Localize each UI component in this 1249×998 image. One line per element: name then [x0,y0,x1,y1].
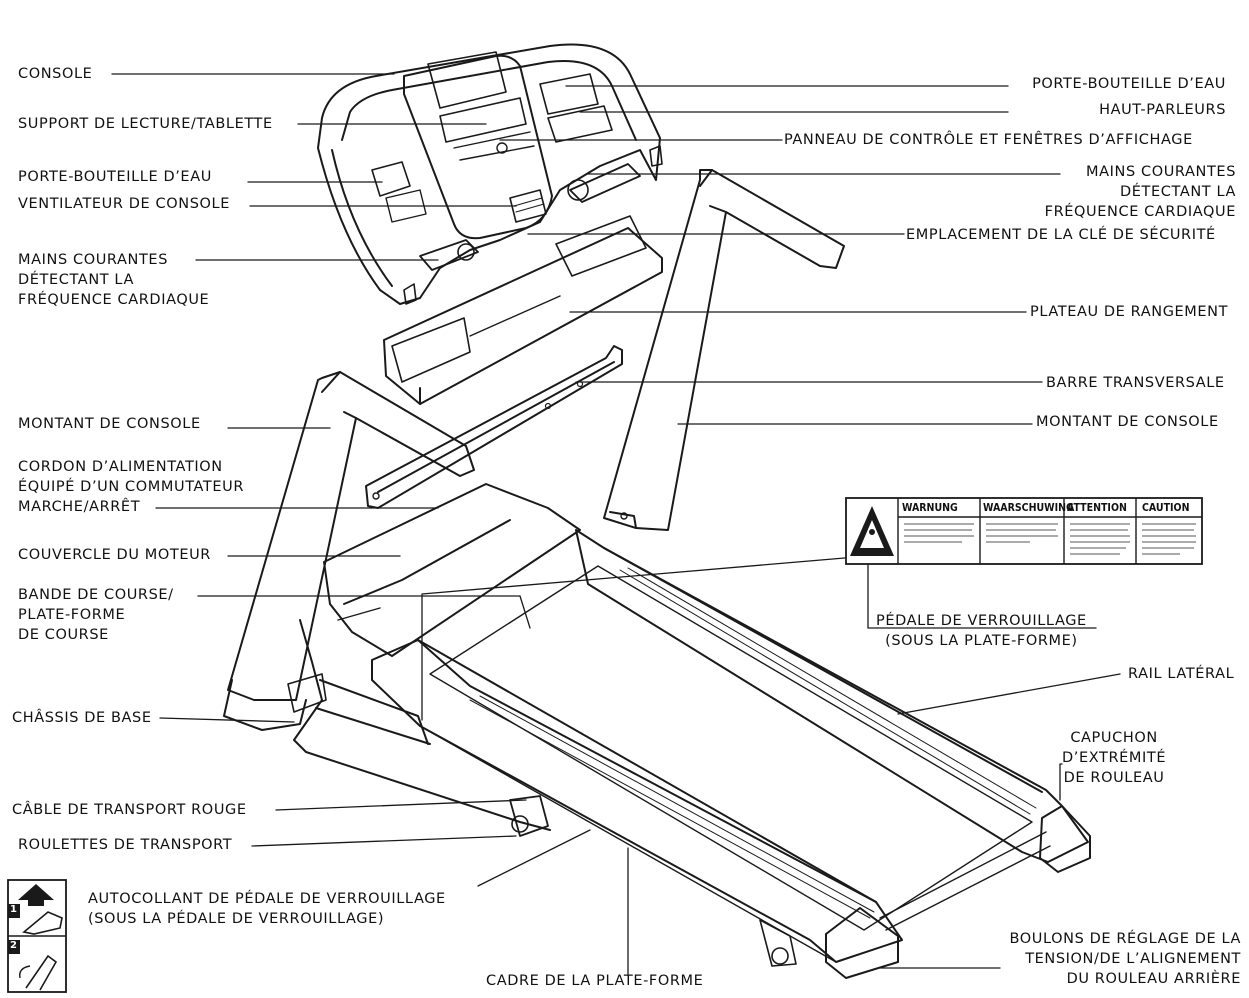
treadmill-base-drawing [287,483,1091,979]
label-control-panel: PANNEAU DE CONTRÔLE ET FENÊTRES D’AFFICH… [784,132,1193,148]
label-rear-roller-bolts: BOULONS DE RÉGLAGE DE LA TENSION/DE L’AL… [1009,931,1241,987]
label-motor-cover: COUVERCLE DU MOTEUR [18,547,211,563]
label-wheels: ROULETTES DE TRANSPORT [18,837,233,853]
label-end-cap: CAPUCHON D’EXTRÉMITÉ DE ROULEAU [1062,730,1167,786]
crossbar-drawing [365,345,623,509]
warning-header-nl: WAARSCHUWING [983,502,1074,514]
label-deck-frame: CADRE DE LA PLATE-FORME [486,973,704,989]
label-lock-pedal: PÉDALE DE VERROUILLAGE (SOUS LA PLATE-FO… [876,613,1087,649]
storage-tray-drawing [383,215,663,405]
label-safety-key: EMPLACEMENT DE LA CLÉ DE SÉCURITÉ [906,227,1216,243]
label-upright-left: MONTANT DE CONSOLE [18,416,201,432]
console-drawing [317,43,663,305]
warning-header-fr: ATTENTION [1067,502,1127,514]
sticker-step-2: 2 [10,940,17,951]
label-hr-grips-right: MAINS COURANTES DÉTECTANT LA FRÉQUENCE C… [1044,164,1236,220]
label-bottle-holder-left: PORTE-BOUTEILLE D’EAU [18,169,212,185]
warning-header-de: WARNUNG [902,502,958,514]
label-belt-deck: BANDE DE COURSE/ PLATE-FORME DE COURSE [18,587,174,643]
warning-sticker [845,497,1203,565]
label-upright-right: MONTANT DE CONSOLE [1036,414,1219,430]
label-crossbar: BARRE TRANSVERSALE [1046,375,1225,391]
warning-header-en: CAUTION [1142,502,1190,514]
label-red-cable: CÂBLE DE TRANSPORT ROUGE [12,802,247,818]
label-hr-grips-left: MAINS COURANTES DÉTECTANT LA FRÉQUENCE C… [18,252,210,308]
label-console: CONSOLE [18,66,93,82]
right-upright-drawing [603,169,845,531]
sticker-step-1: 1 [10,904,17,915]
label-reading-support: SUPPORT DE LECTURE/TABLETTE [18,116,273,132]
label-side-rail: RAIL LATÉRAL [1128,666,1235,682]
label-console-fan: VENTILATEUR DE CONSOLE [18,196,230,212]
label-pedal-sticker: AUTOCOLLANT DE PÉDALE DE VERROUILLAGE (S… [88,891,446,927]
label-storage-tray: PLATEAU DE RANGEMENT [1030,304,1229,320]
label-power-cord: CORDON D’ALIMENTATION ÉQUIPÉ D’UN COMMUT… [18,459,245,515]
label-speakers: HAUT-PARLEURS [1099,102,1226,118]
left-upright-drawing [223,371,475,731]
label-bottle-holder-right: PORTE-BOUTEILLE D’EAU [1032,76,1226,92]
pedal-sticker-icon [7,879,67,993]
label-base-frame: CHÂSSIS DE BASE [12,710,152,726]
